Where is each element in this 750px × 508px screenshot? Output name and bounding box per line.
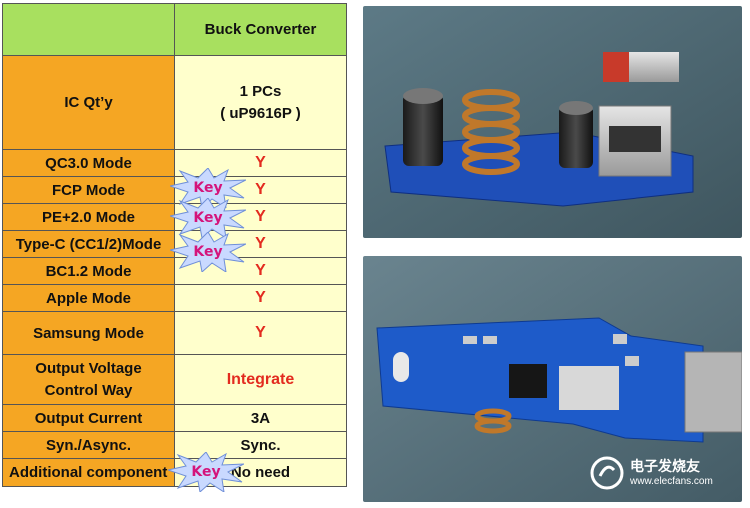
feature-cell: Additional component [2,458,175,487]
key-badge: Key [170,232,246,272]
feature-cell: BC1.2 Mode [2,257,175,285]
key-badge-label: Key [193,180,223,196]
pcb-top-photo [363,6,742,238]
feature-cell: Samsung Mode [2,311,175,355]
feature-cell: QC3.0 Mode [2,149,175,177]
key-badge: Key [170,168,246,208]
value-cell: Integrate [174,354,347,405]
key-badge-label: Key [193,244,223,260]
feature-cell: FCP Mode [2,176,175,204]
pcb-bottom-photo: 电子发烧友 www.elecfans.com [363,256,742,502]
header-buck-converter: Buck Converter [174,3,347,56]
value-cell: Sync. [174,431,347,459]
comparison-table-wrap: Buck Converter IC Qt’y 1 PCs ( uP9616P )… [2,3,347,487]
header-empty-cell [2,3,175,56]
table-row: Additional component No need [2,458,347,487]
table-row: BC1.2 Mode Y [2,257,347,285]
watermark-name: 电子发烧友 [630,458,700,474]
value-cell: 1 PCs ( uP9616P ) [174,55,347,150]
value-cell: Y [174,311,347,355]
feature-cell: Output Voltage Control Way [2,354,175,405]
key-badge-label: Key [193,210,223,226]
value-cell: Y [174,284,347,312]
watermark: 电子发烧友 www.elecfans.com [590,454,730,494]
key-badge: Key [168,452,244,492]
table-row: Output Current 3A [2,404,347,432]
table-row: Apple Mode Y [2,284,347,312]
value-ic-qty: 1 PCs ( uP9616P ) [220,82,301,122]
table-row: IC Qt’y 1 PCs ( uP9616P ) [2,55,347,150]
feature-cell: Syn./Async. [2,431,175,459]
feature-output-voltage: Output Voltage Control Way [35,359,142,399]
key-badge: Key [170,198,246,238]
feature-cell: IC Qt’y [2,55,175,150]
table-header-row: Buck Converter [2,3,347,56]
elecfans-logo-icon [590,456,624,490]
comparison-table: Buck Converter IC Qt’y 1 PCs ( uP9616P )… [2,3,347,487]
feature-cell: Type-C (CC1/2)Mode [2,230,175,258]
table-row: Syn./Async. Sync. [2,431,347,459]
feature-cell: PE+2.0 Mode [2,203,175,231]
value-cell: 3A [174,404,347,432]
feature-cell: Output Current [2,404,175,432]
table-row: Output Voltage Control Way Integrate [2,354,347,405]
key-badge-label: Key [191,464,221,480]
table-row: FCP Mode Y [2,176,347,204]
feature-cell: Apple Mode [2,284,175,312]
watermark-url: www.elecfans.com [630,476,713,487]
value-cell: Y [174,149,347,177]
table-row: Samsung Mode Y [2,311,347,355]
